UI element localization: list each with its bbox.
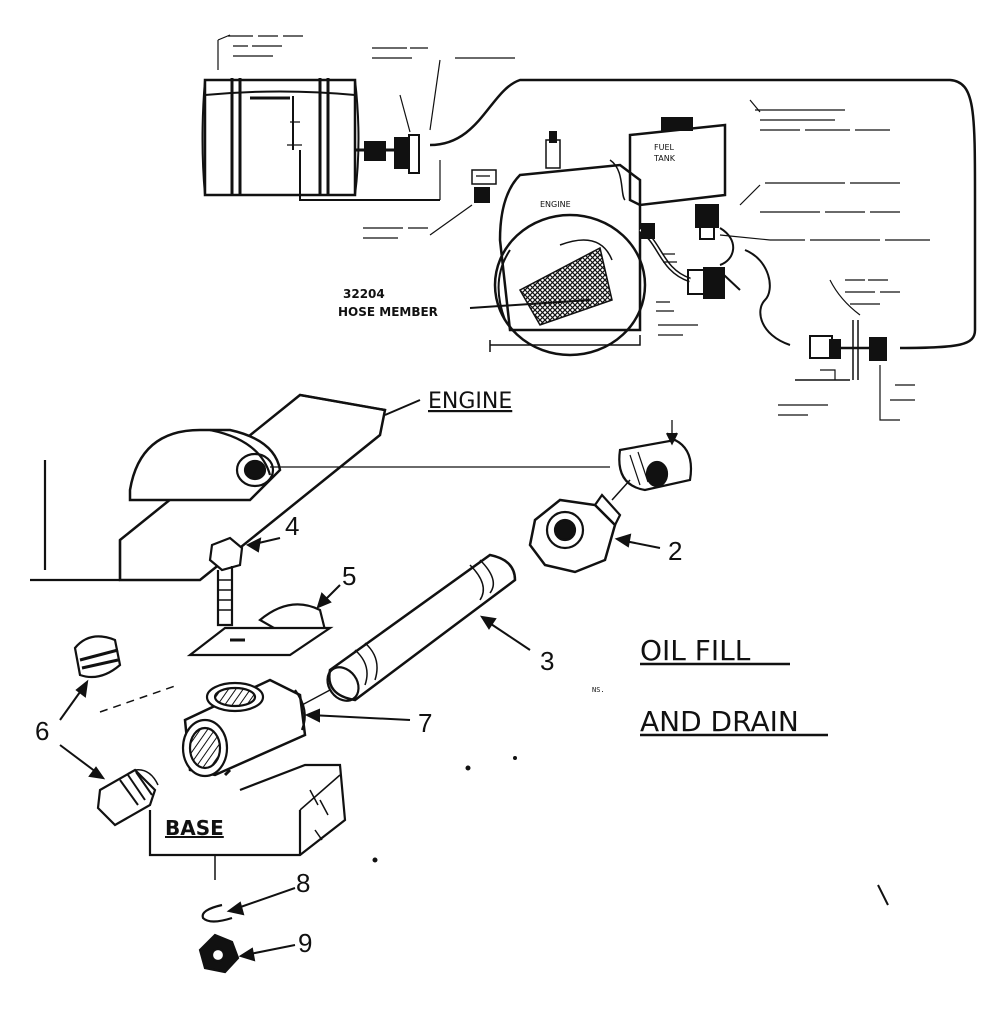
fuel-tank-label-1: FUEL (654, 143, 675, 152)
ns-note: NS. (592, 686, 605, 694)
bolt-part-4 (208, 536, 244, 650)
elbow-fitting (618, 420, 693, 492)
callout-7: 7 (418, 708, 432, 738)
plug-part-6-bottom (96, 768, 159, 827)
fine-print-annotations (228, 35, 930, 416)
washer-part-8 (201, 903, 233, 923)
engine-slab (30, 393, 610, 582)
bracket-part-5 (186, 603, 334, 657)
callout-9: 9 (298, 928, 312, 958)
callout-2: 2 (668, 536, 682, 566)
fuel-tank-label-2: TANK (653, 154, 676, 163)
drum-outlet-fitting (355, 59, 441, 174)
engine-side-fittings (638, 204, 791, 346)
callout-leaders (59, 399, 661, 962)
mounting-base (795, 279, 900, 421)
engine-label: ENGINE (428, 389, 512, 414)
pipe-nipple-icon (326, 553, 517, 702)
tee-body-part-7 (181, 678, 331, 778)
engine-block-icon (489, 131, 647, 357)
carburetor-fitting (429, 169, 497, 236)
drum-icon (201, 34, 360, 197)
title-line-2: AND DRAIN (640, 705, 799, 738)
callout-5: 5 (342, 561, 356, 591)
fuel-tank-icon (609, 117, 727, 207)
plug-part-6-top (73, 635, 176, 713)
callout-4: 4 (285, 511, 299, 541)
callout-8: 8 (296, 868, 310, 898)
base-block (148, 763, 347, 880)
hose-part-number: 32204 (343, 287, 385, 301)
installation-diagram (201, 34, 977, 421)
callout-3: 3 (540, 646, 554, 676)
hex-nut-part-2 (528, 479, 631, 574)
engine-small-label: ENGINE (540, 200, 571, 209)
base-label: BASE (165, 816, 224, 840)
exploded-view (30, 393, 693, 974)
title-line-1: OIL FILL (640, 634, 751, 667)
supply-line (429, 78, 977, 350)
callout-6: 6 (35, 716, 49, 746)
nut-part-9 (198, 933, 240, 974)
stray-marks (372, 756, 889, 906)
hose-member-label: HOSE MEMBER (338, 305, 438, 319)
